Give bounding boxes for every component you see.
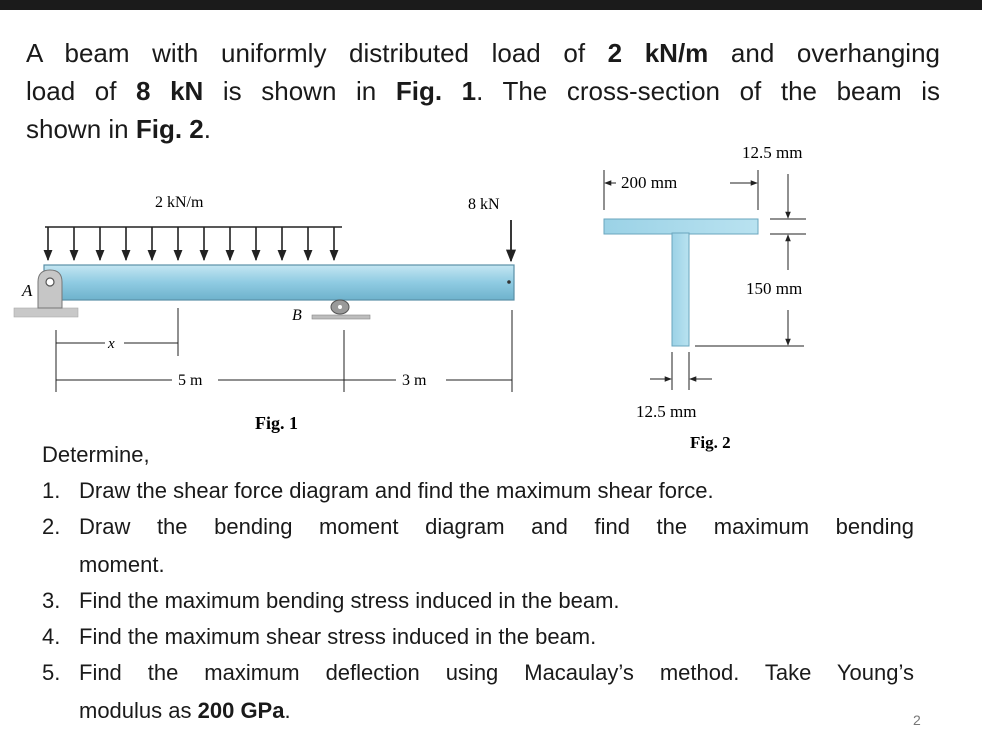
task-list: 1. Draw the shear force diagram and find…	[42, 474, 914, 730]
intro-text: .	[203, 114, 211, 144]
fig2-dimensions	[603, 170, 806, 390]
task-item: 1. Draw the shear force diagram and find…	[42, 474, 914, 508]
task-number: 2.	[42, 514, 61, 539]
point-load-label: 8 kN	[468, 196, 500, 213]
intro-line-3: shown in Fig. 2.	[26, 110, 940, 148]
beam	[43, 264, 515, 301]
fig1-caption: Fig. 1	[255, 413, 298, 433]
udl-value: 2 kN/m	[607, 38, 709, 68]
t-flange	[603, 218, 759, 235]
flange-thickness-label: 12.5 mm	[742, 143, 802, 162]
pin-bracket	[37, 269, 63, 309]
support-a-pin	[13, 269, 79, 318]
span-2-label: 3 m	[402, 372, 427, 389]
task-number: 4.	[42, 624, 61, 649]
task-text: Draw the bending moment diagram and find…	[79, 514, 914, 539]
task-text: Find the maximum shear stress induced in…	[79, 624, 597, 649]
intro-text: load of	[26, 76, 137, 106]
task-number: 3.	[42, 588, 61, 613]
t-web	[671, 232, 690, 347]
udl-arrows	[43, 226, 342, 262]
task-text: Find the maximum deflection using Macaul…	[79, 660, 914, 685]
intro-text: is shown in	[203, 76, 396, 106]
task-text: modulus as	[79, 698, 198, 723]
pin-hole	[45, 277, 55, 287]
fig1-reference: Fig. 1	[395, 76, 477, 106]
task-text-continued: modulus as 200 GPa.	[79, 694, 914, 728]
label-mask	[746, 275, 830, 299]
udl-label: 2 kN/m	[155, 194, 204, 211]
problem-statement: A beam with uniformly distributed load o…	[26, 34, 940, 148]
fig1-beam-diagram: 2 kN/m 8 kN A B	[13, 194, 517, 433]
task-text: Find the maximum bending stress induced …	[79, 588, 620, 613]
beam-end-dot	[507, 280, 511, 284]
intro-text: shown in	[26, 114, 136, 144]
label-mask	[617, 172, 729, 192]
intro-text: . The cross-section of the beam is	[476, 76, 940, 106]
task-text: .	[284, 698, 291, 723]
task-number: 1.	[42, 478, 61, 503]
ground-a	[13, 307, 79, 318]
web-thickness-label: 12.5 mm	[636, 402, 696, 421]
task-item: 2. Draw the bending moment diagram and f…	[42, 510, 914, 582]
ground-b	[311, 314, 371, 320]
intro-text: A beam with uniformly distributed load o…	[26, 38, 608, 68]
flange-width-label: 200 mm	[621, 173, 677, 192]
x-label: x	[107, 336, 115, 352]
span-1-label: 5 m	[178, 372, 203, 389]
task-item: 3. Find the maximum bending stress induc…	[42, 584, 914, 618]
task-number: 5.	[42, 660, 61, 685]
task-item: 4. Find the maximum shear stress induced…	[42, 620, 914, 654]
fig2-cross-section: 200 mm 12.5 mm 150 mm 12.5 mm Fig. 2	[603, 143, 830, 452]
fig2-reference: Fig. 2	[135, 114, 204, 144]
roller-center	[338, 305, 342, 309]
dimension-lines	[55, 308, 513, 392]
intro-text: and overhanging	[708, 38, 940, 68]
web-height-label: 150 mm	[746, 279, 802, 298]
task-text: Draw the shear force diagram and find th…	[79, 478, 714, 503]
figures: 2 kN/m 8 kN A B	[0, 130, 982, 460]
task-text-continued: moment.	[79, 552, 165, 577]
youngs-modulus-value: 200 GPa	[197, 698, 285, 723]
determine-heading: Determine,	[42, 442, 150, 467]
point-load-value: 8 kN	[136, 76, 204, 106]
top-bar	[0, 0, 982, 10]
support-b-label: B	[292, 307, 302, 324]
figures-drawing: 2 kN/m 8 kN A B	[13, 143, 830, 452]
support-a-label: A	[21, 281, 33, 300]
intro-line-1: A beam with uniformly distributed load o…	[26, 34, 940, 72]
fig2-caption: Fig. 2	[690, 433, 731, 452]
intro-line-2: load of 8 kN is shown in Fig. 1. The cro…	[26, 72, 940, 110]
support-b-roller	[311, 299, 371, 320]
page-number: 2	[913, 712, 921, 728]
task-item: 5. Find the maximum deflection using Mac…	[42, 656, 914, 728]
